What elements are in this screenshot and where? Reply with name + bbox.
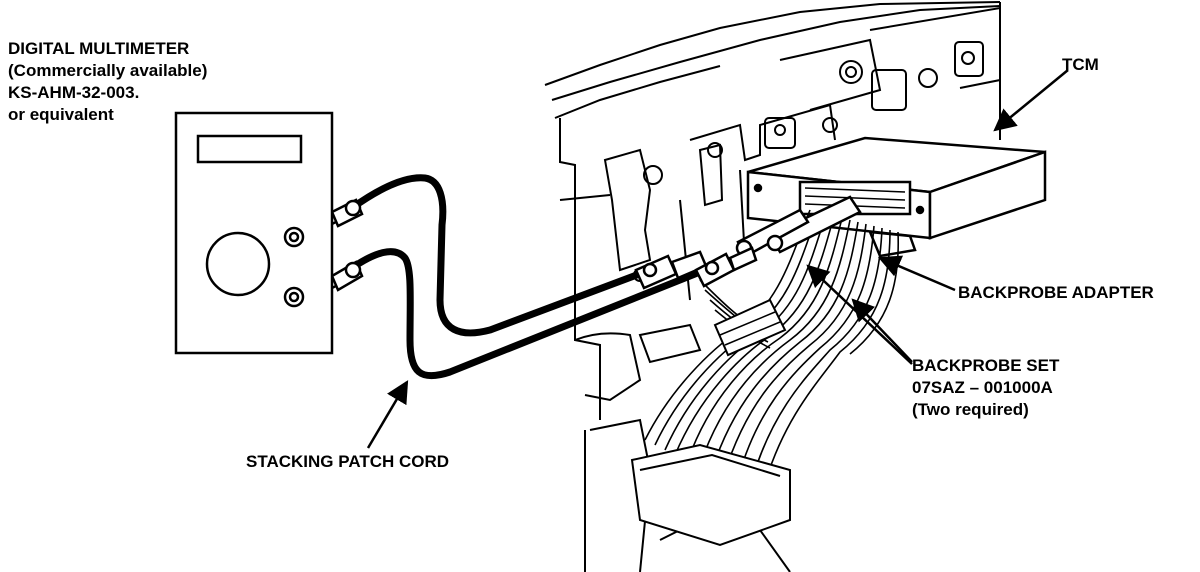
tcm-label: TCM bbox=[1062, 55, 1099, 74]
multimeter-label-line1: DIGITAL MULTIMETER bbox=[8, 39, 190, 58]
multimeter-label-line4: or equivalent bbox=[8, 105, 114, 124]
patch-cord-black bbox=[348, 174, 654, 337]
backprobe-set-label-line2: 07SAZ – 001000A bbox=[912, 378, 1053, 397]
harness-clamp bbox=[638, 298, 787, 364]
leader-arrows bbox=[366, 69, 1069, 449]
multimeter-label-line2: (Commercially available) bbox=[8, 61, 208, 80]
multimeter-display bbox=[196, 134, 303, 164]
backprobe-set-label-line3: (Two required) bbox=[912, 400, 1029, 419]
backprobe-adapter-label: BACKPROBE ADAPTER bbox=[958, 283, 1154, 302]
patch-cord-label: STACKING PATCH CORD bbox=[246, 452, 450, 471]
multimeter-label-line3: KS-AHM-32-003. bbox=[8, 83, 140, 102]
probe-plug-lower bbox=[694, 246, 758, 288]
lower-connector bbox=[630, 443, 791, 547]
backprobe-set-label: BACKPROBE SET 07SAZ – 001000A (Two requi… bbox=[912, 355, 1059, 421]
digital-multimeter bbox=[174, 111, 334, 355]
backprobe-set-label-line1: BACKPROBE SET bbox=[912, 356, 1060, 375]
panel-holes bbox=[633, 51, 975, 282]
patch-cord-red bbox=[348, 248, 709, 380]
multimeter-dial bbox=[205, 231, 271, 297]
vehicle-body-panel bbox=[544, 1, 1001, 572]
multimeter-label: DIGITAL MULTIMETER (Commercially availab… bbox=[8, 38, 207, 126]
